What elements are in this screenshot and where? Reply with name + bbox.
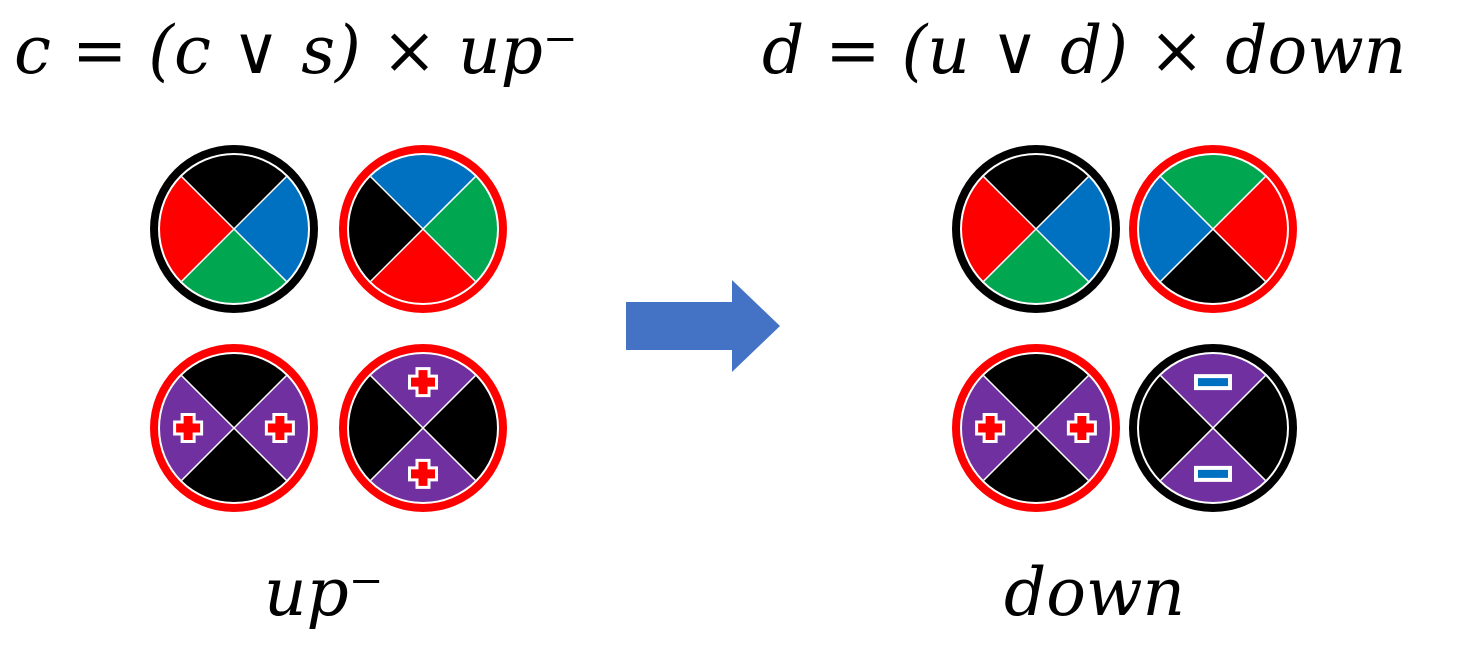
down-disk-3 <box>952 344 1120 512</box>
quadrant-bottom <box>983 229 1089 304</box>
transform-arrow <box>626 280 780 372</box>
quadrant-top <box>983 154 1089 229</box>
quadrant-right <box>1213 375 1287 481</box>
quadrant-left <box>1139 176 1213 282</box>
quadrant-bottom <box>370 229 476 303</box>
quadrant-left <box>349 375 423 481</box>
down-disk-1 <box>952 145 1120 313</box>
quadrant-right <box>423 375 497 481</box>
quadrant-right <box>1036 176 1110 282</box>
quadrant-bottom <box>181 229 287 303</box>
equation-right: d = (u ∨ d) × down <box>762 12 1407 89</box>
equation-left: c = (c ∨ s) × up⁻ <box>14 12 578 89</box>
quadrant-bottom <box>983 428 1089 502</box>
up-minus-disk-4 <box>339 344 507 512</box>
quadrant-top <box>983 353 1089 428</box>
up-minus-disk-2 <box>339 145 507 313</box>
quadrant-right <box>1213 176 1287 282</box>
quadrant-top <box>1160 353 1266 428</box>
quadrant-top <box>181 155 287 229</box>
quadrant-right <box>423 176 497 282</box>
quadrant-bottom <box>1160 428 1266 502</box>
caption-down: down <box>1004 554 1185 631</box>
quadrant-left <box>349 176 423 282</box>
down-disk-4 <box>1129 344 1297 512</box>
quadrant-top <box>1160 154 1266 229</box>
quadrant-left <box>1139 375 1213 481</box>
caption-up-minus: up⁻ <box>264 554 384 631</box>
down-disk-2 <box>1129 145 1297 313</box>
quadrant-top <box>370 155 476 229</box>
quadrant-bottom <box>1160 229 1266 304</box>
quadrant-top <box>181 354 287 428</box>
up-minus-disk-3 <box>150 344 318 512</box>
quadrant-right <box>234 176 308 282</box>
quadrant-left <box>961 176 1036 282</box>
up-minus-disk-1 <box>150 145 318 313</box>
quadrant-bottom <box>181 428 287 502</box>
quadrant-left <box>160 176 234 282</box>
